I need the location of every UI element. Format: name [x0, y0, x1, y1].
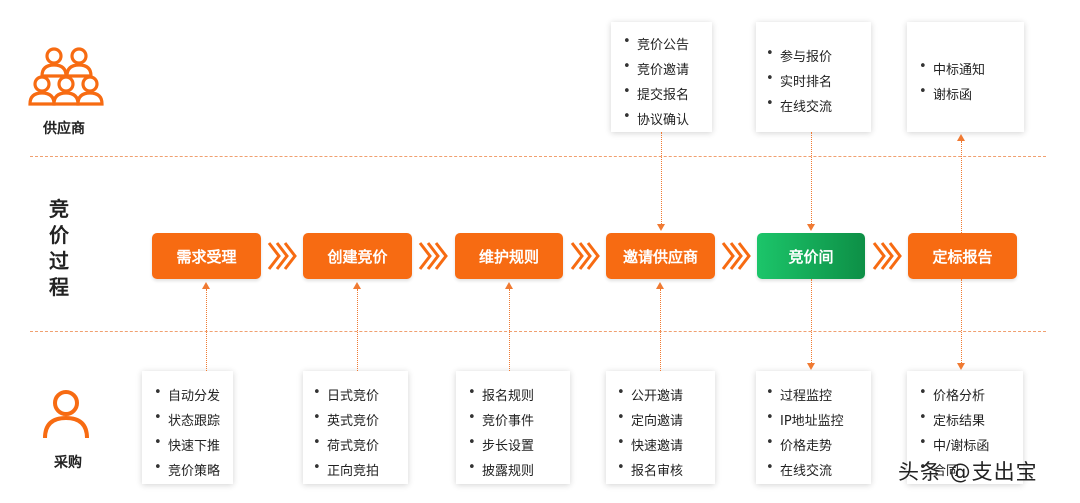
list-item: 谢标函: [919, 84, 972, 103]
list-item: 竞价邀请: [623, 59, 689, 78]
connector-line: [961, 279, 962, 363]
list-item: 状态跟踪: [154, 410, 220, 429]
supplier-group-icon: [28, 46, 106, 112]
connector-line: [961, 141, 962, 233]
arrow-down-icon: [807, 363, 815, 370]
arrow-down-icon: [957, 363, 965, 370]
supplier-label: 供应商: [43, 121, 85, 137]
list-item: 实时排名: [766, 71, 832, 90]
buyer-box-monitor: 过程监控 IP地址监控 价格走势 在线交流: [756, 371, 871, 484]
connector-line: [811, 132, 812, 224]
process-label-char: 过: [49, 249, 69, 273]
list-item: 报名审核: [617, 460, 683, 479]
list-item: IP地址监控: [766, 410, 844, 429]
list-item: 自动分发: [154, 385, 220, 404]
connector-line: [661, 132, 662, 224]
list-item: 荷式竞价: [313, 435, 379, 454]
list-item: 竞价事件: [468, 410, 534, 429]
supplier-box-invitation: 竞价公告 竞价邀请 提交报名 协议确认: [611, 22, 712, 132]
list-item: 价格走势: [766, 435, 832, 454]
connector-line: [509, 289, 510, 371]
buyer-label: 采购: [54, 455, 82, 471]
list-item: 快速下推: [154, 435, 220, 454]
list-item: 过程监控: [766, 385, 832, 404]
process-label: 竞 价 过 程: [44, 196, 74, 300]
buyer-box-create: 日式竞价 英式竞价 荷式竞价 正向竞拍: [303, 371, 408, 484]
separator-bottom: [30, 331, 1046, 332]
arrow-down-icon: [807, 224, 815, 231]
list-item: 快速邀请: [617, 435, 683, 454]
list-item: 参与报价: [766, 46, 832, 65]
process-label-char: 竞: [49, 197, 69, 221]
list-item: 合同: [919, 460, 959, 479]
cropped-header-fragment: [30, 0, 120, 2]
list-item: 披露规则: [468, 460, 534, 479]
watermark: 头条 @支出宝: [898, 460, 1038, 484]
arrow-down-icon: [657, 224, 665, 231]
step-create-bidding[interactable]: 创建竞价: [303, 233, 412, 279]
connector-line: [660, 289, 661, 371]
list-item: 中/谢标函: [919, 435, 989, 454]
list-item: 公开邀请: [617, 385, 683, 404]
step-invite-suppliers[interactable]: 邀请供应商: [606, 233, 715, 279]
buyer-box-intake: 自动分发 状态跟踪 快速下推 竞价策略: [142, 371, 233, 484]
step-bidding-room[interactable]: 竞价间: [757, 233, 865, 279]
list-item: 报名规则: [468, 385, 534, 404]
process-label-char: 程: [49, 275, 69, 299]
supplier-box-award: 中标通知 谢标函: [907, 22, 1024, 132]
chevron-arrow-icon: [267, 242, 297, 270]
arrow-up-icon: [505, 282, 513, 289]
chevron-arrow-icon: [872, 242, 902, 270]
list-item: 定标结果: [919, 410, 985, 429]
chevron-arrow-icon: [418, 242, 448, 270]
arrow-up-icon: [957, 134, 965, 141]
list-item: 日式竞价: [313, 385, 379, 404]
list-item: 价格分析: [919, 385, 985, 404]
arrow-up-icon: [202, 282, 210, 289]
list-item: 步长设置: [468, 435, 534, 454]
arrow-up-icon: [353, 282, 361, 289]
connector-line: [357, 289, 358, 371]
chevron-arrow-icon: [721, 242, 751, 270]
separator-top: [30, 156, 1046, 157]
list-item: 在线交流: [766, 96, 832, 115]
buyer-box-rules: 报名规则 竞价事件 步长设置 披露规则: [456, 371, 570, 484]
list-item: 中标通知: [919, 59, 985, 78]
arrow-up-icon: [656, 282, 664, 289]
list-item: 协议确认: [623, 109, 689, 128]
process-label-char: 价: [49, 223, 69, 247]
step-maintain-rules[interactable]: 维护规则: [455, 233, 563, 279]
list-item: 竞价公告: [623, 34, 689, 53]
chevron-arrow-icon: [570, 242, 600, 270]
list-item: 提交报名: [623, 84, 689, 103]
connector-line: [206, 289, 207, 371]
list-item: 正向竞拍: [313, 460, 379, 479]
step-requirement-intake[interactable]: 需求受理: [152, 233, 261, 279]
list-item: 定向邀请: [617, 410, 683, 429]
supplier-box-bidding: 参与报价 实时排名 在线交流: [756, 22, 871, 132]
list-item: 英式竞价: [313, 410, 379, 429]
list-item: 竞价策略: [154, 460, 220, 479]
connector-line: [811, 279, 812, 363]
list-item: 在线交流: [766, 460, 832, 479]
buyer-person-icon: [40, 388, 92, 444]
buyer-box-invite: 公开邀请 定向邀请 快速邀请 报名审核: [606, 371, 715, 484]
buyer-box-report: 价格分析 定标结果 中/谢标函 合同: [907, 371, 1023, 484]
step-award-report[interactable]: 定标报告: [908, 233, 1017, 279]
